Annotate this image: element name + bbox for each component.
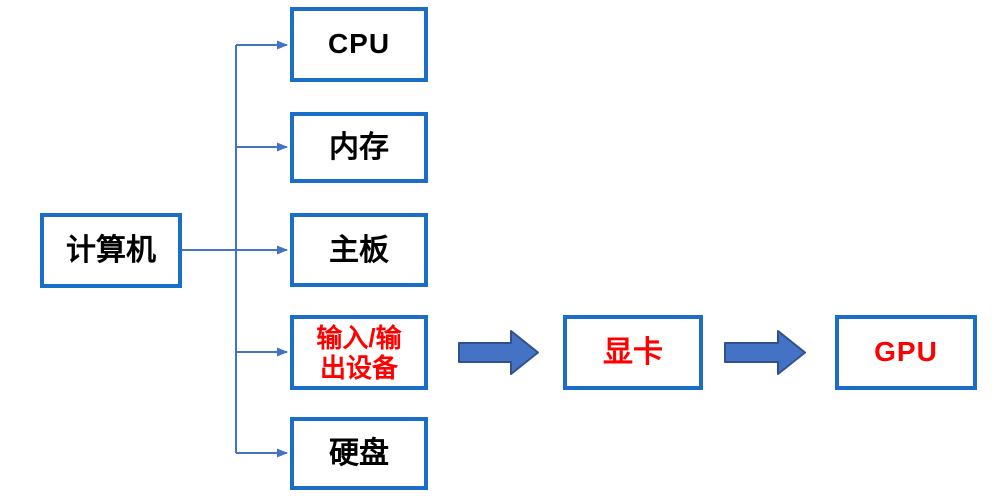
node-io: 输入/输 出设备 (290, 315, 428, 390)
node-computer: 计算机 (40, 213, 182, 288)
node-memory: 内存 (290, 112, 428, 183)
node-graphics-card-label: 显卡 (603, 336, 663, 369)
node-disk-label: 硬盘 (329, 437, 389, 470)
node-gpu: GPU (835, 315, 977, 390)
block-arrow-io-to-graphics-card-icon (458, 330, 539, 375)
node-cpu: CPU (290, 7, 428, 82)
node-motherboard-label: 主板 (329, 233, 389, 267)
node-computer-label: 计算机 (66, 234, 156, 267)
node-memory-label: 内存 (329, 131, 389, 164)
node-io-label-line2: 出设备 (319, 352, 398, 383)
node-motherboard: 主板 (290, 213, 428, 287)
node-cpu-label: CPU (327, 28, 391, 60)
node-graphics-card: 显卡 (563, 315, 703, 390)
node-io-label: 输入/输 出设备 (316, 323, 401, 383)
block-arrow-graphics-card-to-gpu-icon (724, 330, 806, 375)
node-io-label-line1: 输入/输 (316, 322, 402, 353)
node-disk: 硬盘 (290, 417, 428, 490)
node-gpu-label: GPU (874, 336, 938, 368)
